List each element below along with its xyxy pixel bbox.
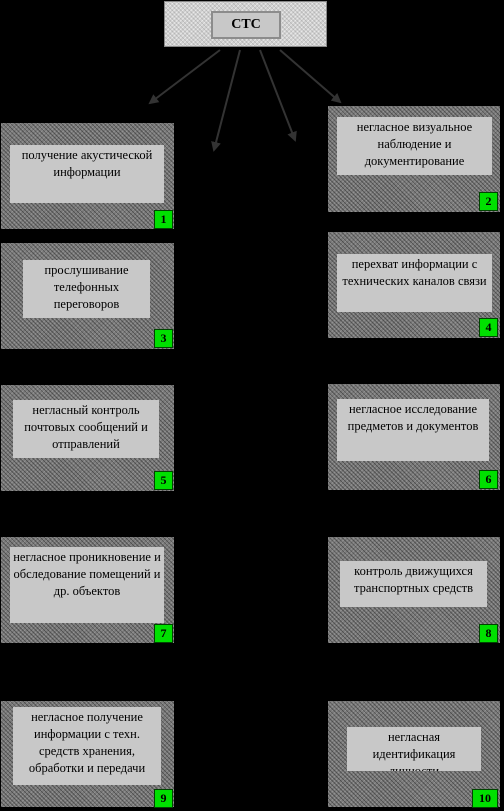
node-5: негласный контроль почтовых сообщений и … <box>1 385 174 491</box>
node-9-label: негласное получение информации с техн. с… <box>13 707 161 785</box>
node-10-label: негласная идентификация личности <box>347 727 481 771</box>
node-10-number: 10 <box>472 789 498 808</box>
node-4: перехват информации с технических канало… <box>328 232 500 338</box>
node-1: получение акустической информации 1 <box>1 123 174 229</box>
arrow-to-center-right <box>259 49 297 142</box>
root-label: СТС <box>211 11 281 39</box>
node-4-number: 4 <box>479 318 498 337</box>
node-8-number: 8 <box>479 624 498 643</box>
node-5-number: 5 <box>154 471 173 490</box>
node-9-number: 9 <box>154 789 173 808</box>
node-3-label: прослушивание телефонных переговоров <box>23 260 150 318</box>
node-2: негласное визуальное наблюдение и докуме… <box>328 106 500 212</box>
node-1-label: получение акустической информации <box>10 145 164 203</box>
node-8-label: контроль движущихся транспортных средств <box>340 561 487 607</box>
node-7: негласное проникновение и обследование п… <box>1 537 174 643</box>
node-2-label: негласное визуальное наблюдение и докуме… <box>337 117 492 175</box>
root-node: СТС <box>164 1 327 47</box>
node-6: негласное исследование предметов и докум… <box>328 384 500 490</box>
node-3: прослушивание телефонных переговоров 3 <box>1 243 174 349</box>
node-7-number: 7 <box>154 624 173 643</box>
node-2-number: 2 <box>479 192 498 211</box>
node-6-label: негласное исследование предметов и докум… <box>337 399 489 461</box>
node-4-label: перехват информации с технических канало… <box>337 254 492 312</box>
arrow-to-left <box>148 49 221 105</box>
arrow-to-right <box>279 49 342 104</box>
node-1-number: 1 <box>154 210 173 229</box>
node-7-label: негласное проникновение и обследование п… <box>10 547 164 623</box>
node-5-label: негласный контроль почтовых сообщений и … <box>13 400 159 458</box>
node-6-number: 6 <box>479 470 498 489</box>
arrow-to-center-left <box>211 49 241 152</box>
node-9: негласное получение информации с техн. с… <box>1 701 174 808</box>
node-8: контроль движущихся транспортных средств… <box>328 537 500 643</box>
node-10: негласная идентификация личности 10 <box>328 701 500 808</box>
node-3-number: 3 <box>154 329 173 348</box>
